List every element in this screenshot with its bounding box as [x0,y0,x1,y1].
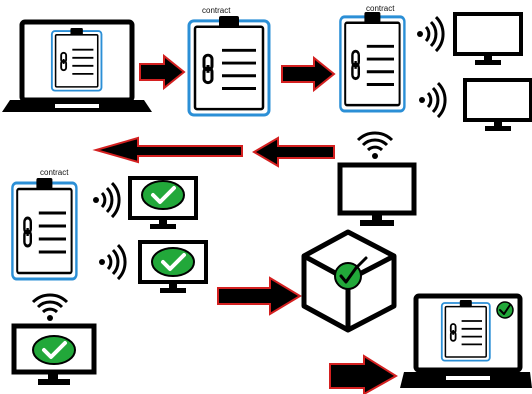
check-mark-icon [140,179,186,211]
contract-document-icon [12,178,76,279]
contract-label: contract [40,168,69,177]
wifi-signal-icon [31,293,69,323]
monitor-icon [337,162,417,226]
arrow-left-icon [252,136,335,168]
check-mark-icon [496,301,514,319]
wifi-signal-icon [97,243,127,281]
wifi-signal-icon [91,181,121,219]
contract-document-icon [442,300,490,361]
wifi-signal-icon [415,15,445,53]
arrow-left-icon [92,136,243,164]
monitor-icon [463,78,532,133]
check-mark-icon [31,334,77,366]
contract-label: contract [366,4,395,13]
contract-label: contract [202,6,231,15]
arrow-right-icon [217,276,302,316]
arrow-right-icon [329,354,398,394]
arrow-right-icon [281,55,336,93]
monitor-icon [453,12,523,67]
arrow-right-icon [139,53,186,91]
wifi-signal-icon [356,131,394,161]
contract-document-icon [189,16,269,115]
contract-document-icon [52,28,102,91]
check-mark-icon [334,256,368,290]
contract-document-icon [340,12,404,111]
check-mark-icon [150,246,196,278]
wifi-signal-icon [417,81,447,119]
